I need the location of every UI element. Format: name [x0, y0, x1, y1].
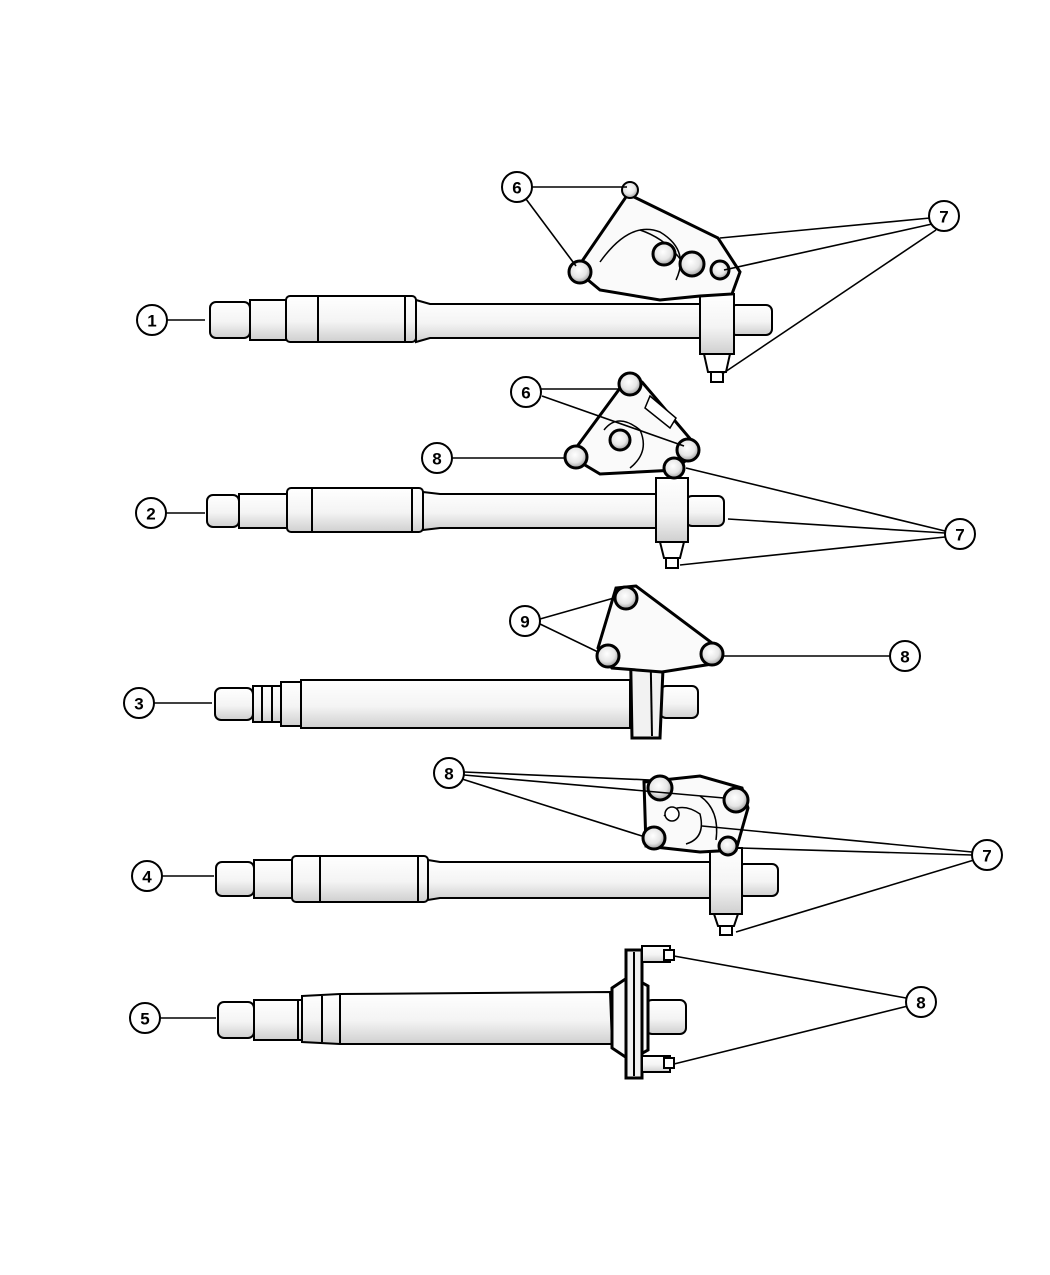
callout-label-2: 2 — [146, 505, 155, 524]
callout-label-8-fifth: 8 — [916, 994, 925, 1013]
callout-label-5: 5 — [140, 1010, 149, 1029]
mounting-flange-5 — [624, 945, 675, 1080]
callout-2 — [135, 497, 167, 529]
callout-7-top — [928, 200, 960, 232]
callouts — [123, 171, 1003, 1034]
callout-label-8-third: 8 — [900, 648, 909, 667]
callout-9 — [509, 605, 541, 637]
callout-1 — [136, 304, 168, 336]
callout-6-second — [510, 376, 542, 408]
bracket-4 — [641, 774, 750, 857]
callout-8-fifth — [905, 986, 937, 1018]
callout-label-1: 1 — [147, 312, 156, 331]
callout-label-8-second: 8 — [432, 450, 441, 469]
bracket-3 — [595, 584, 725, 674]
callout-3 — [123, 687, 155, 719]
callout-5 — [129, 1002, 161, 1034]
callout-label-7-top: 7 — [939, 208, 948, 227]
callout-8-second — [421, 442, 453, 474]
callout-label-8-fourth: 8 — [444, 765, 453, 784]
callout-label-6-top: 6 — [512, 179, 521, 198]
bracket-2 — [563, 371, 701, 480]
axle-shaft-1 — [209, 293, 773, 383]
callout-6-top — [501, 171, 533, 203]
callout-7-second — [944, 518, 976, 550]
callout-label-3: 3 — [134, 695, 143, 714]
callout-label-6-second: 6 — [521, 384, 530, 403]
callout-8-third — [889, 640, 921, 672]
callout-label-7-second: 7 — [955, 526, 964, 545]
callout-labels: 1 2 3 4 5 6 7 6 8 7 9 8 8 7 8 — [134, 179, 991, 1029]
callout-label-9: 9 — [520, 613, 529, 632]
callout-8-fourth — [433, 757, 465, 789]
bracket-1 — [567, 181, 742, 302]
callout-4 — [131, 860, 163, 892]
callout-7-fourth — [971, 839, 1003, 871]
axle-shaft-5 — [217, 974, 687, 1062]
axle-shaft-2 — [206, 477, 725, 569]
leader-lines — [154, 186, 975, 1065]
axle-shaft-4 — [215, 847, 779, 936]
callout-label-4: 4 — [142, 868, 152, 887]
callout-label-7-fourth: 7 — [982, 847, 991, 866]
